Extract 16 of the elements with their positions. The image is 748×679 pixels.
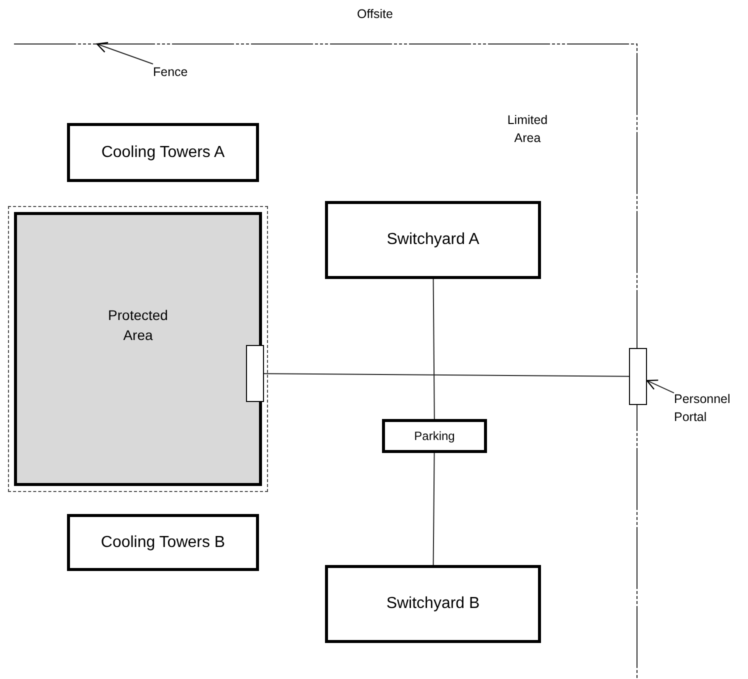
connector-line — [264, 373, 630, 377]
parking-box: Parking — [382, 419, 487, 453]
switchyard-box: Switchyard B — [325, 565, 541, 643]
zone-label: Offsite — [356, 6, 394, 23]
portal-box — [629, 348, 647, 405]
portal-label: Personnel Portal — [674, 389, 740, 427]
leader-line — [96, 42, 154, 64]
switchyard-box: Switchyard A — [325, 201, 541, 279]
connector-line — [432, 452, 435, 566]
connector-line — [432, 278, 435, 420]
zone-label: Limited Area — [506, 112, 549, 147]
cooling-towers-box: Cooling Towers A — [67, 123, 259, 182]
fence-label: Fence — [153, 62, 198, 82]
cooling-towers-box: Cooling Towers B — [67, 514, 259, 571]
leader-line — [646, 380, 674, 394]
portal-box — [246, 345, 264, 402]
